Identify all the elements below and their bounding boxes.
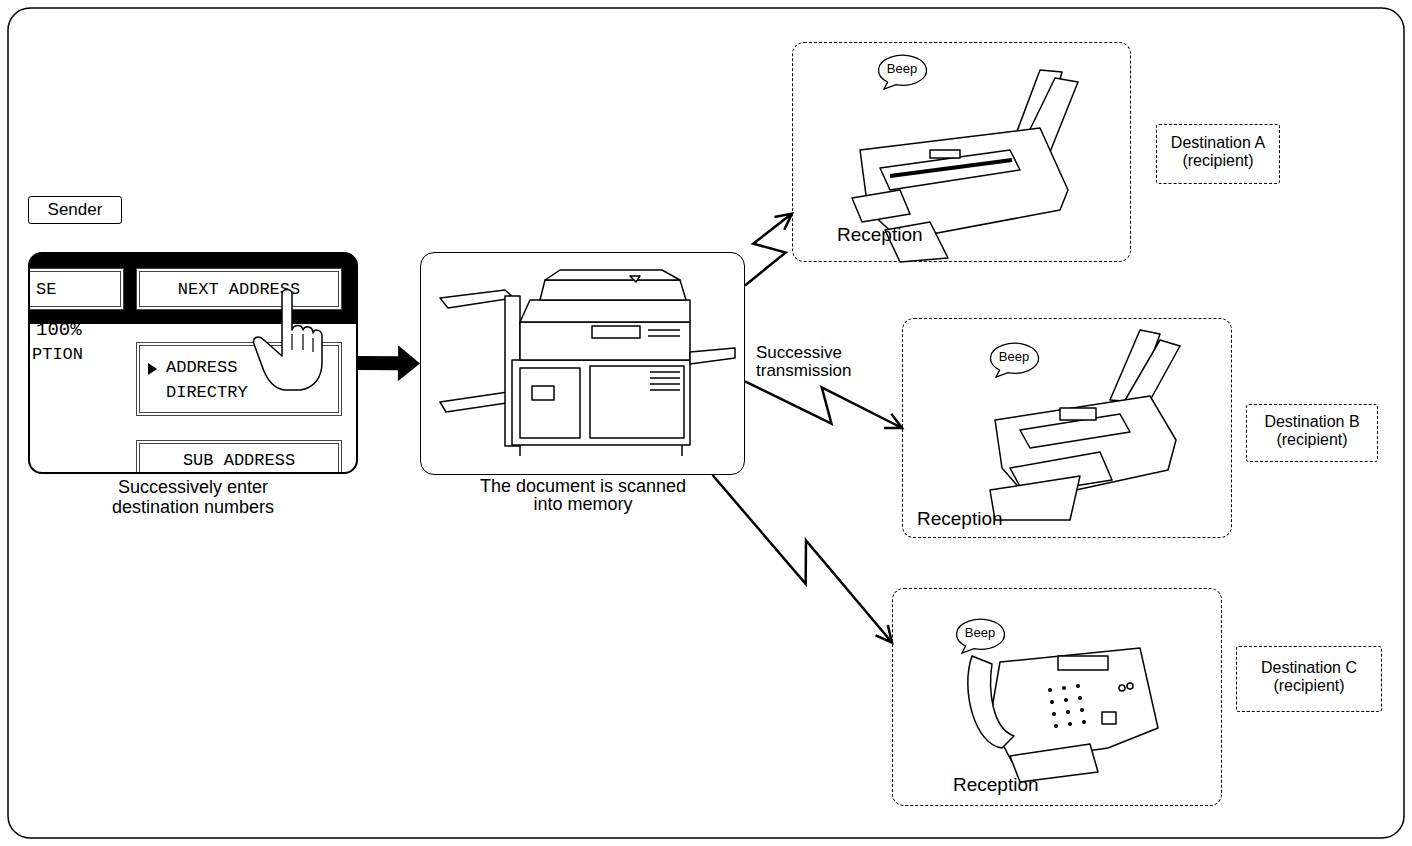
node-text: Beep [955, 626, 1005, 640]
beep-bubble: Beep [877, 53, 927, 89]
node-text: 100% [36, 320, 82, 341]
node-text: Beep [877, 62, 927, 76]
beep-bubble: Beep [989, 341, 1039, 377]
node-text: Destination B (recipient) [1247, 413, 1377, 450]
sender-box: Sender [28, 196, 122, 224]
node-text: Destination A (recipient) [1157, 134, 1279, 171]
node-text: Reception [837, 225, 923, 246]
node-text: Sender [29, 201, 121, 220]
beep-bubble: Beep [955, 617, 1005, 653]
connector [358, 345, 420, 381]
node-text: PTION [32, 346, 83, 365]
node-text: The document is scanned into memory [476, 477, 691, 513]
transmission-bolt [745, 214, 792, 286]
hand-pointer [254, 290, 322, 391]
connector [713, 475, 893, 643]
node-text: SE [36, 281, 56, 300]
connector [745, 381, 902, 428]
node-text: SUB ADDRESS [140, 452, 338, 471]
block-arrow [358, 345, 420, 381]
outer-frame [8, 8, 1404, 838]
panel-button: SE [28, 268, 124, 310]
destination-box: Reception Beep [902, 318, 1232, 538]
transmission-bolt [713, 475, 893, 643]
destination-box: Reception Beep [892, 588, 1222, 806]
destination-label: Destination B (recipient) [1246, 404, 1378, 462]
phone-fax-illustration [968, 648, 1158, 782]
destination-box: Reception Beep [792, 42, 1131, 262]
panel-button: NEXT ADDRESS [136, 268, 342, 310]
edge-label: Successive transmission [756, 344, 896, 380]
machine-box: The document is scanned into memory [420, 252, 745, 475]
selection-marker [148, 363, 157, 375]
node-text: Reception [917, 509, 1003, 530]
transmission-bolt [745, 381, 902, 428]
node-text: ADDRESS DIRECTRY [166, 356, 262, 405]
copier-illustration [440, 270, 735, 456]
fax-illustration [990, 330, 1180, 520]
node-text: Beep [989, 350, 1039, 364]
node-text: Destination C (recipient) [1237, 659, 1381, 696]
destination-label: Destination A (recipient) [1156, 124, 1280, 184]
node-text: Reception [953, 775, 1039, 796]
node-text: NEXT ADDRESS [140, 281, 338, 300]
caption-text: Successively enter destination numbers [93, 478, 293, 518]
destination-label: Destination C (recipient) [1236, 646, 1382, 712]
panel-button: SUB ADDRESS [136, 440, 342, 474]
connector [745, 214, 792, 286]
